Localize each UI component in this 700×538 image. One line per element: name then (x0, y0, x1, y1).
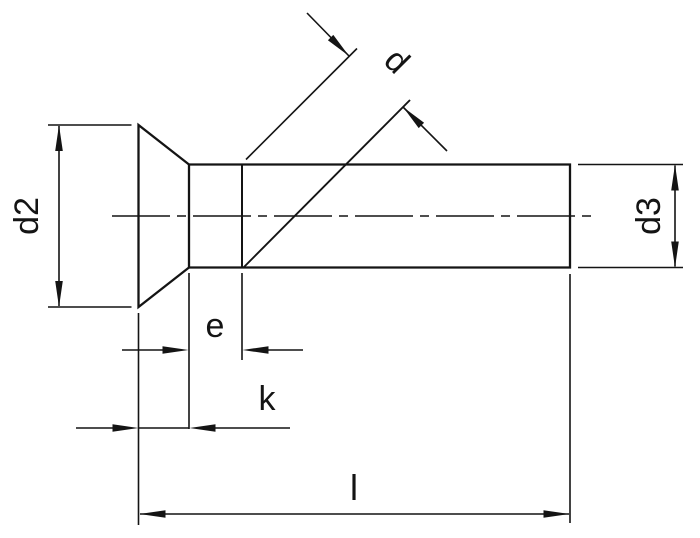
rivet-shank-outline (187, 163, 572, 269)
dim-label-d2: d2 (8, 197, 46, 235)
d2-arrowhead-bottom (55, 281, 63, 307)
dimension-d3: d3 (578, 163, 683, 269)
rivet-outline (137, 99, 572, 310)
k-arrowhead-left (112, 424, 139, 432)
dimension-e: e (122, 307, 303, 354)
oblique-diameter-slash (242, 99, 411, 269)
d3-arrowhead-bottom (671, 241, 679, 268)
dim-label-e: e (206, 307, 225, 345)
extension-lines-bottom (137, 273, 571, 525)
d2-arrowhead-top (55, 125, 63, 151)
k-arrowhead-right (189, 424, 216, 432)
e-arrowhead-right (242, 346, 269, 354)
dim-label-l: l (350, 467, 358, 508)
d3-arrowhead-top (671, 164, 679, 191)
l-arrowhead-left (139, 510, 166, 518)
dimension-d2: d2 (8, 124, 132, 308)
dimension-d: d (245, 12, 448, 161)
dimension-k: k (76, 380, 290, 432)
d-arrowhead-upper (327, 34, 349, 56)
dim-label-k: k (259, 380, 277, 418)
rivet-head-outline (137, 122, 190, 310)
dim-label-d: d (377, 41, 417, 81)
d-extension-line (245, 47, 358, 161)
dimension-l: l (139, 467, 570, 518)
d-arrowhead-lower (403, 107, 425, 129)
e-arrowhead-left (162, 346, 189, 354)
l-arrowhead-right (543, 510, 570, 518)
dim-label-d3: d3 (630, 197, 668, 235)
